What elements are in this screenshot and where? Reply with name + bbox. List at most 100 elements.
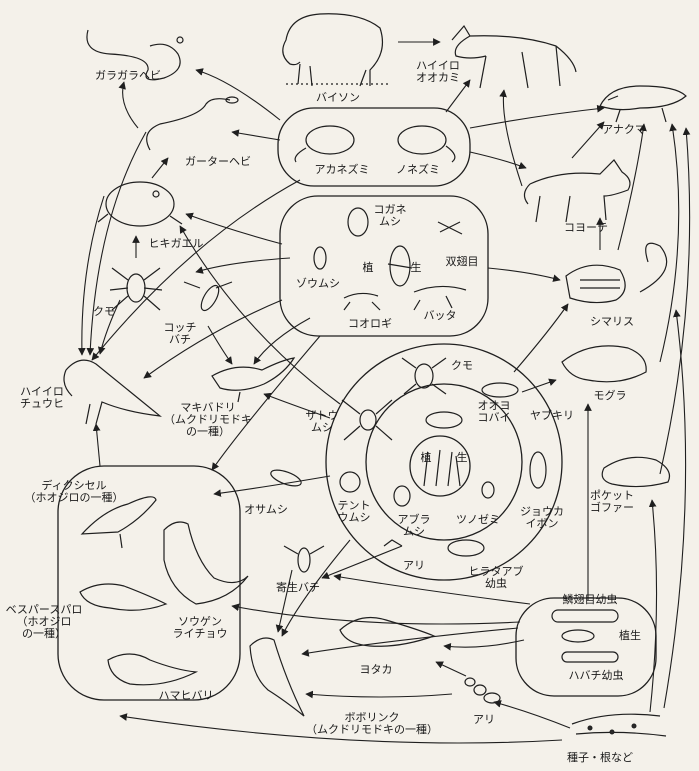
- label-zatou-spider: ザトウ ムシ: [306, 410, 339, 434]
- icons: [64, 14, 686, 736]
- small-bird-icons: [80, 497, 248, 685]
- arrow-ring-chipmunk: [514, 304, 568, 372]
- arrow-seeds-gopher: [650, 500, 657, 712]
- label-vesper-sparrow: ベスパースパロ （ホオジロ の一種）: [6, 604, 83, 640]
- arrow-garter-harrier: [90, 132, 146, 355]
- label-spider-left: クモ: [93, 306, 115, 318]
- mouse-icon: [295, 126, 455, 162]
- label-red-mouse: アカネズミ: [315, 164, 370, 176]
- label-field-mouse: ノネズミ: [396, 164, 440, 176]
- label-grasshopper: バッタ: [424, 310, 457, 322]
- chipmunk-icon: [566, 243, 667, 302]
- garter-snake-icon: [147, 97, 238, 150]
- label-horned-lark: ハマヒバリ: [159, 690, 214, 702]
- label-hoverfly-larva: ヒラタアブ 幼虫: [469, 566, 524, 590]
- label-rattlesnake: ガラガラヘビ: [95, 70, 161, 82]
- arrow-wasp-meadowlark: [208, 326, 232, 364]
- label-wasp: コッチ バチ: [164, 322, 197, 346]
- label-nighthawk: ヨタカ: [360, 664, 393, 676]
- arrow-garter-rattlesnake: [123, 82, 138, 128]
- label-leafhopper: ツノゼミ: [456, 514, 500, 526]
- arrow-chipmunk-badger: [618, 124, 644, 250]
- label-parasitic-wasp: 寄生バチ: [276, 582, 320, 594]
- rodent-group: [278, 108, 470, 186]
- harrier-icon: [64, 360, 160, 424]
- label-pocket-gopher: ポケット ゴファー: [590, 490, 634, 514]
- label-harrier: ハイイロ チュウヒ: [20, 386, 64, 410]
- label-bobolink: ボボリンク （ムクドリモドキの一種）: [306, 712, 438, 736]
- arrow-ant-bobolink: [306, 694, 452, 697]
- label-chipmunk: シマリス: [590, 316, 634, 328]
- label-plants-top: 植: [363, 262, 374, 274]
- label-assassin-bug: オサムシ: [244, 504, 288, 516]
- label-badger: アナクマ: [602, 124, 646, 136]
- arrow-mole-badger: [660, 124, 679, 362]
- larva-icons: [552, 610, 618, 662]
- label-plants-larva: 植生: [619, 630, 641, 642]
- label-diptera: 双翅目: [446, 256, 479, 268]
- mole-icon: [562, 346, 646, 382]
- wasp-icon: [184, 282, 232, 313]
- arrow-rodent-coyote: [470, 152, 526, 168]
- label-weevil: ゾウムシ: [296, 278, 340, 290]
- label-robberfly: オオヨ コバイ: [478, 400, 511, 424]
- arrow-larva-bobolink: [302, 628, 518, 654]
- label-spider-ring: クモ: [451, 360, 473, 372]
- label-katydid: ヤブキリ: [530, 410, 574, 422]
- label-mole: モグラ: [594, 390, 627, 402]
- arrow-ant-nighthawk: [436, 662, 466, 676]
- label-garter-snake: ガーターヘビ: [185, 156, 251, 168]
- group-outlines: [58, 108, 656, 700]
- arrow-coyote-badger: [572, 122, 604, 158]
- arrow-ring-mole: [522, 380, 556, 392]
- label-ladybug: テント ウムシ: [338, 500, 371, 524]
- label-ant-bottom: アリ: [473, 714, 495, 726]
- label-prairie-chicken: ソウゲン ライチョウ: [173, 616, 228, 640]
- arrow-rodent-rattlesnake: [196, 70, 280, 120]
- arrow-parasitic-bobolink: [278, 570, 292, 632]
- ant-bottom-icon: [465, 678, 500, 703]
- parasitic-wasp-icon: [284, 546, 324, 572]
- label-plants-top2: 生: [411, 262, 422, 274]
- arrow-ring-toad: [180, 226, 340, 404]
- label-sawfly-larva: ハバチ幼虫: [569, 670, 624, 682]
- arrow-larva-sparrow: [232, 606, 520, 624]
- coyote-icon: [524, 160, 630, 222]
- bison-icon: [283, 14, 390, 86]
- label-toad: ヒキガエル: [149, 238, 204, 250]
- label-ant-ring: アリ: [403, 560, 425, 572]
- label-dickcissel: ディクシセル （ホオジロの一種）: [25, 480, 124, 504]
- label-bison: バイソン: [316, 92, 360, 104]
- arrow-toad-garter: [152, 158, 168, 178]
- arrow-seeds-chipmunk: [664, 310, 686, 708]
- arrow-seeds-ant: [494, 702, 570, 728]
- badger-icon: [600, 86, 686, 122]
- label-gray-wolf: ハイイロ オオカミ: [416, 60, 460, 84]
- arrow-insect-spider: [196, 258, 290, 272]
- meadowlark-icon: [212, 358, 294, 402]
- label-chafer: コガネ ムシ: [374, 204, 407, 228]
- gopher-icon: [602, 457, 669, 486]
- arrow-insect-chipmunk: [488, 268, 560, 280]
- arrow-birds-harrier: [96, 424, 100, 466]
- label-plants-center2: 生: [457, 452, 468, 464]
- soil-ring-inner: [410, 436, 470, 496]
- seeds-icon: [572, 714, 666, 736]
- label-blister-beetle: ジョウカ イボン: [520, 506, 564, 530]
- arrow-coyote-wolf: [503, 90, 522, 186]
- label-meadowlark: マキバドリ （ムクドリモドキ の一種）: [164, 402, 252, 438]
- arrow-rodent-garter: [232, 132, 280, 140]
- label-plants-center: 植: [421, 452, 432, 464]
- arrow-larva-nighthawk: [444, 640, 524, 647]
- soil-ring-outer: [326, 344, 562, 580]
- wolf-icon: [452, 26, 576, 88]
- arrow-rodent-badger: [470, 108, 604, 128]
- arrow-rodent-wolf: [446, 80, 470, 112]
- label-seeds: 種子・根など: [567, 752, 633, 764]
- label-cricket: コオロギ: [348, 318, 392, 330]
- arrow-ring-parasitic: [322, 546, 402, 578]
- label-aphid: アブラ ムシ: [398, 514, 431, 538]
- bobolink-icon: [250, 638, 304, 716]
